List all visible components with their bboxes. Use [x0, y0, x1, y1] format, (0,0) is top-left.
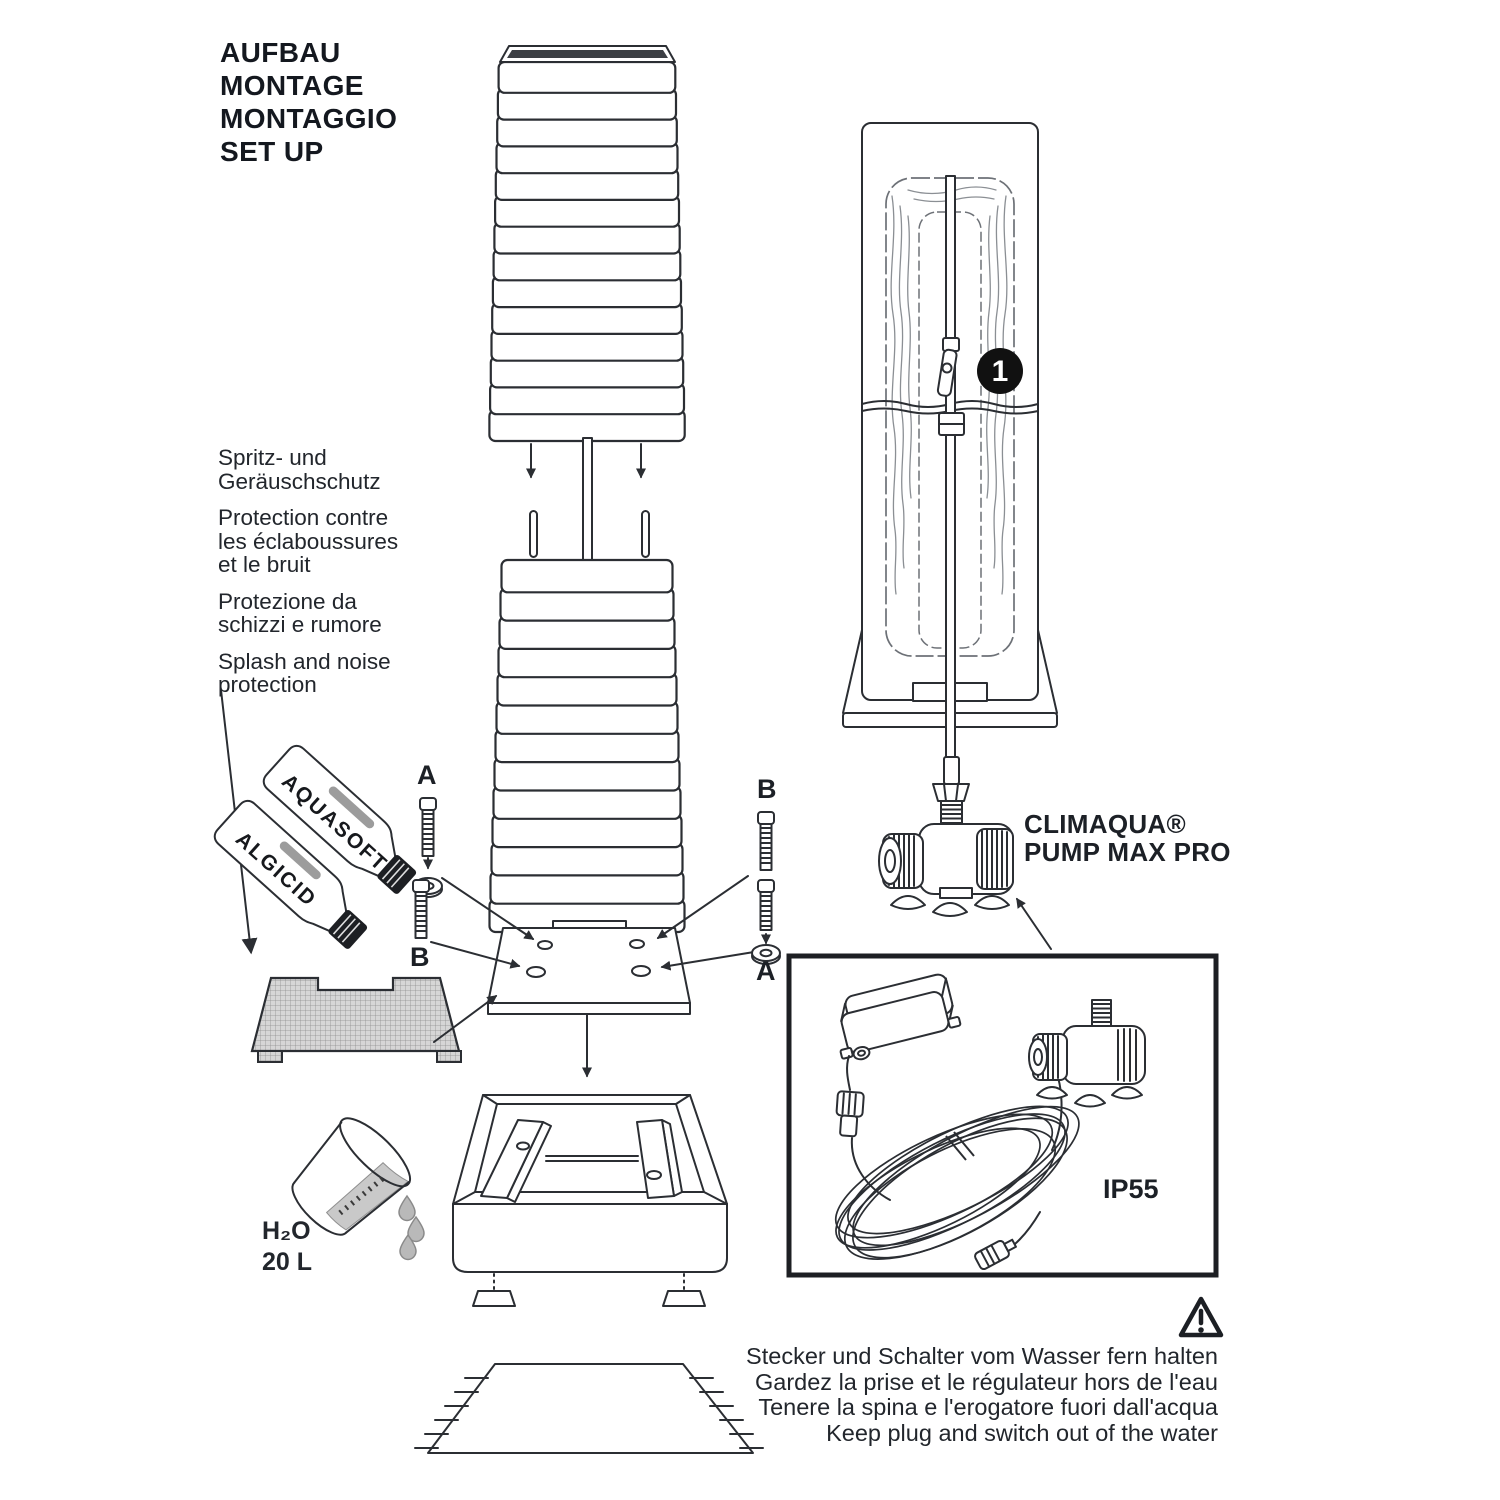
fastener-label-b-left: B: [410, 942, 430, 972]
pump-in-box: [1028, 999, 1146, 1108]
arrow-mat-to-plate: [433, 995, 498, 1043]
power-plug: [974, 1238, 1017, 1271]
water-safety-warning: Stecker und Schalter vom Wasser fern hal…: [746, 1343, 1218, 1446]
title-line: AUFBAU: [220, 37, 341, 68]
water-bucket: [291, 1117, 411, 1236]
cable-coil: [834, 1105, 1080, 1260]
assembly-down-arrows: [526, 443, 646, 479]
fastener-pointer-lines: [430, 875, 755, 971]
step-1-number: 1: [992, 355, 1009, 388]
fastener-label-a-left: A: [417, 760, 437, 790]
arrow-box-to-pump: [1016, 897, 1052, 950]
water-volume-label: H₂O 20 L: [262, 1216, 312, 1278]
water-formula: H₂O: [262, 1217, 311, 1245]
tower-top-opening: [507, 50, 668, 58]
water-curtain-texture: [890, 186, 1008, 595]
pump-label: CLIMAQUA® PUMP MAX PRO: [1024, 810, 1231, 866]
title-line: MONTAGE: [220, 70, 364, 101]
base-plate: [487, 920, 691, 1015]
screw-set-left: [412, 797, 443, 939]
suction-cup: [974, 895, 1010, 910]
suction-cup: [932, 902, 968, 917]
tower-upper-section: [488, 45, 686, 443]
note-en: Splash and noise protection: [218, 648, 391, 697]
guide-pin: [529, 510, 538, 558]
electrical-kit-box: [786, 953, 1219, 1278]
ip-rating: IP55: [1103, 1174, 1159, 1204]
title-line: SET UP: [220, 136, 324, 167]
riser-pipe: [582, 437, 593, 563]
page-title: AUFBAU MONTAGE MONTAGGIO SET UP: [220, 36, 397, 168]
water-basin: [452, 1094, 728, 1307]
fastener-label-a-right: A: [756, 956, 776, 986]
basin-foot: [662, 1290, 706, 1307]
basin-foot: [472, 1290, 516, 1307]
note-it: Protezione da schizzi e rumore: [218, 588, 382, 637]
pump-max-pro: [878, 756, 1014, 917]
splash-protection-mat: [250, 976, 462, 1063]
tower-lower-section: [488, 510, 686, 934]
step-1-badge: [977, 348, 1023, 394]
fountain-pipe: [945, 175, 956, 758]
assembled-fountain: 1: [842, 122, 1058, 758]
note-de: Spritz- und Geräuschschutz: [218, 445, 381, 494]
screw-set-right: [751, 811, 781, 965]
note-fr: Protection contre les éclaboussures et l…: [218, 505, 399, 577]
splash-protection-note: Spritz- und Geräuschschutz Protection co…: [218, 446, 433, 710]
ground-mat: [414, 1363, 764, 1454]
pump-brand: CLIMAQUA®: [1024, 809, 1186, 839]
guide-pin: [641, 510, 650, 558]
warning-triangle-icon: [1178, 1296, 1224, 1338]
cable-connector: [835, 1090, 865, 1138]
suction-cup: [890, 895, 926, 910]
water-drops: [398, 1194, 425, 1261]
bottle-brand-smudge: [279, 841, 321, 880]
fastener-label-b-right: B: [757, 774, 777, 804]
water-volume: 20 L: [262, 1248, 313, 1276]
title-line: MONTAGGIO: [220, 103, 398, 134]
pump-model: PUMP MAX PRO: [1024, 837, 1231, 867]
bottle-brand-smudge: [328, 786, 375, 829]
